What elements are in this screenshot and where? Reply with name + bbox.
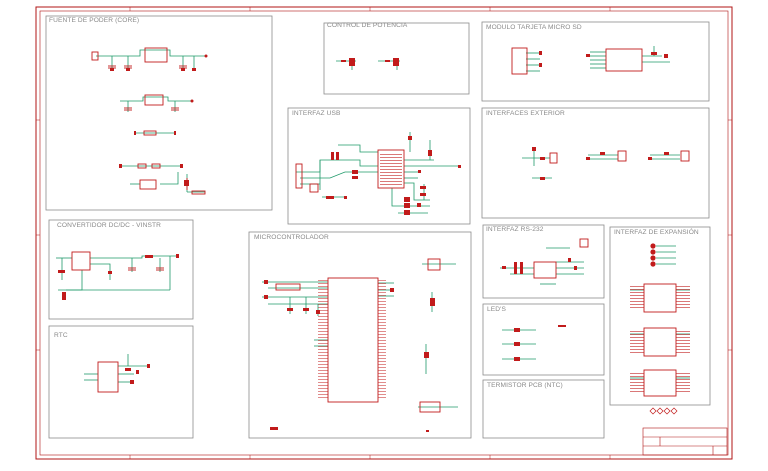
section-title-ntc: TERMISTOR PCB (NTC): [487, 382, 563, 389]
frame-exp: [609, 226, 711, 406]
frame-dcdc: [48, 219, 194, 320]
section-title-dcdc: CONVERTIDOR DC/DC - VINSTR: [57, 222, 161, 229]
section-title-mcu: MICROCONTROLADOR: [254, 234, 329, 241]
section-title-rs232: INTERFAZ RS-232: [486, 226, 544, 233]
section-title-external: INTERFACES EXTERIOR: [486, 110, 565, 117]
section-title-rtc: RTC: [54, 332, 68, 339]
rtc-circuit: [84, 354, 150, 393]
expansion-circuit: [630, 243, 690, 415]
section-title-expansion: INTERFAZ DE EXPANSIÓN: [614, 229, 699, 236]
drawing-border: [35, 6, 733, 460]
frame-ext: [481, 107, 710, 219]
sd-card-circuit: [511, 46, 670, 75]
frame-sd: [481, 21, 710, 102]
frame-rs232: [482, 224, 605, 299]
usb-interface-circuit: [295, 132, 461, 215]
title-block: [642, 427, 728, 456]
section-title-power: FUENTE DE PODER (CORE): [49, 17, 140, 24]
section-title-power-control: CONTROL DE POTENCIA: [327, 22, 408, 29]
frame-leds: [482, 303, 605, 376]
section-title-leds: LED'S: [487, 306, 506, 313]
frame-rtc: [48, 325, 194, 439]
frame-pwr-ctrl: [323, 22, 470, 95]
microcontroller-circuit: [262, 258, 458, 432]
dcdc-converter-circuit: [56, 251, 179, 300]
power-supply-circuit: [91, 47, 208, 195]
frame-power: [45, 15, 273, 211]
external-interfaces-circuit: [522, 147, 690, 180]
frame-ntc: [482, 379, 605, 439]
frame-mcu: [248, 231, 472, 439]
rs232-circuit: [500, 238, 589, 285]
section-title-sd-card: MODULO TARJETA MICRO SD: [486, 24, 582, 31]
frame-usb: [287, 107, 471, 225]
power-control-circuit: [336, 58, 400, 70]
section-title-usb: INTERFAZ USB: [292, 110, 341, 117]
leds-circuit: [502, 325, 566, 361]
